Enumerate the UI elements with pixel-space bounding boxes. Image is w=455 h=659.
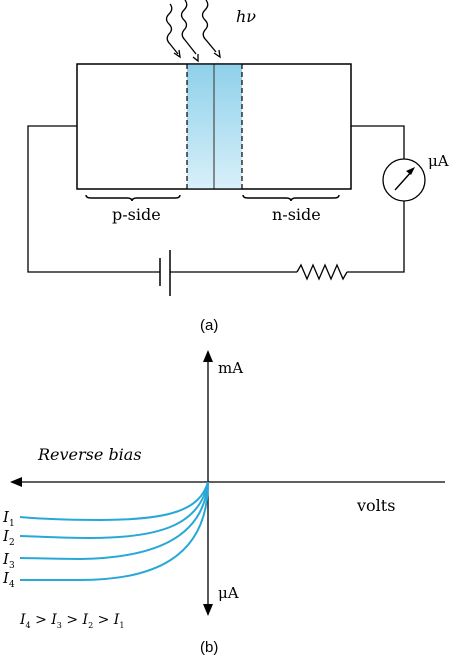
p-side-label: p-side xyxy=(112,205,161,224)
curve-i4 xyxy=(20,481,209,581)
figure-b-caption: (b) xyxy=(200,639,218,656)
curve-i1 xyxy=(19,481,209,522)
y-positive-label: mA xyxy=(218,359,243,377)
curve-i3 xyxy=(19,481,209,561)
microammeter-icon xyxy=(382,158,426,202)
incident-light-arrows xyxy=(165,0,221,63)
figure-a-caption: (a) xyxy=(200,317,218,334)
curve-label-i3: I3 xyxy=(2,550,15,571)
light-ray-1-head xyxy=(173,49,181,59)
circuit-wires xyxy=(27,125,405,273)
n-side-brace xyxy=(242,194,340,202)
iv-characteristics-graph: mA μA volts Reverse bias I1 I2 I3 I4 I4 … xyxy=(2,350,445,656)
x-axis-label: volts xyxy=(356,496,395,515)
photon-energy-label: hν xyxy=(236,7,256,26)
p-side-brace xyxy=(85,194,181,202)
battery-symbol xyxy=(159,250,171,296)
reverse-bias-label: Reverse bias xyxy=(37,445,142,464)
light-ray-2 xyxy=(180,0,197,55)
microammeter-label: μA xyxy=(428,152,449,170)
light-ray-3 xyxy=(201,0,217,53)
curve-i2 xyxy=(19,481,209,540)
light-ray-3-head xyxy=(213,49,221,59)
resistor-symbol xyxy=(296,263,348,281)
light-ray-2-head xyxy=(192,54,199,63)
circuit-diagram: hν μA p-side n xyxy=(27,0,449,334)
curve-label-i4: I4 xyxy=(2,569,15,590)
light-ray-1 xyxy=(165,3,179,55)
photocurrent-curves xyxy=(19,481,209,581)
intensity-inequality: I4 > I3 > I2 > I1 xyxy=(19,612,124,632)
y-negative-label: μA xyxy=(218,584,239,602)
curve-label-i1: I1 xyxy=(2,508,15,529)
curve-label-i2: I2 xyxy=(2,527,15,548)
n-side-label: n-side xyxy=(272,205,321,224)
